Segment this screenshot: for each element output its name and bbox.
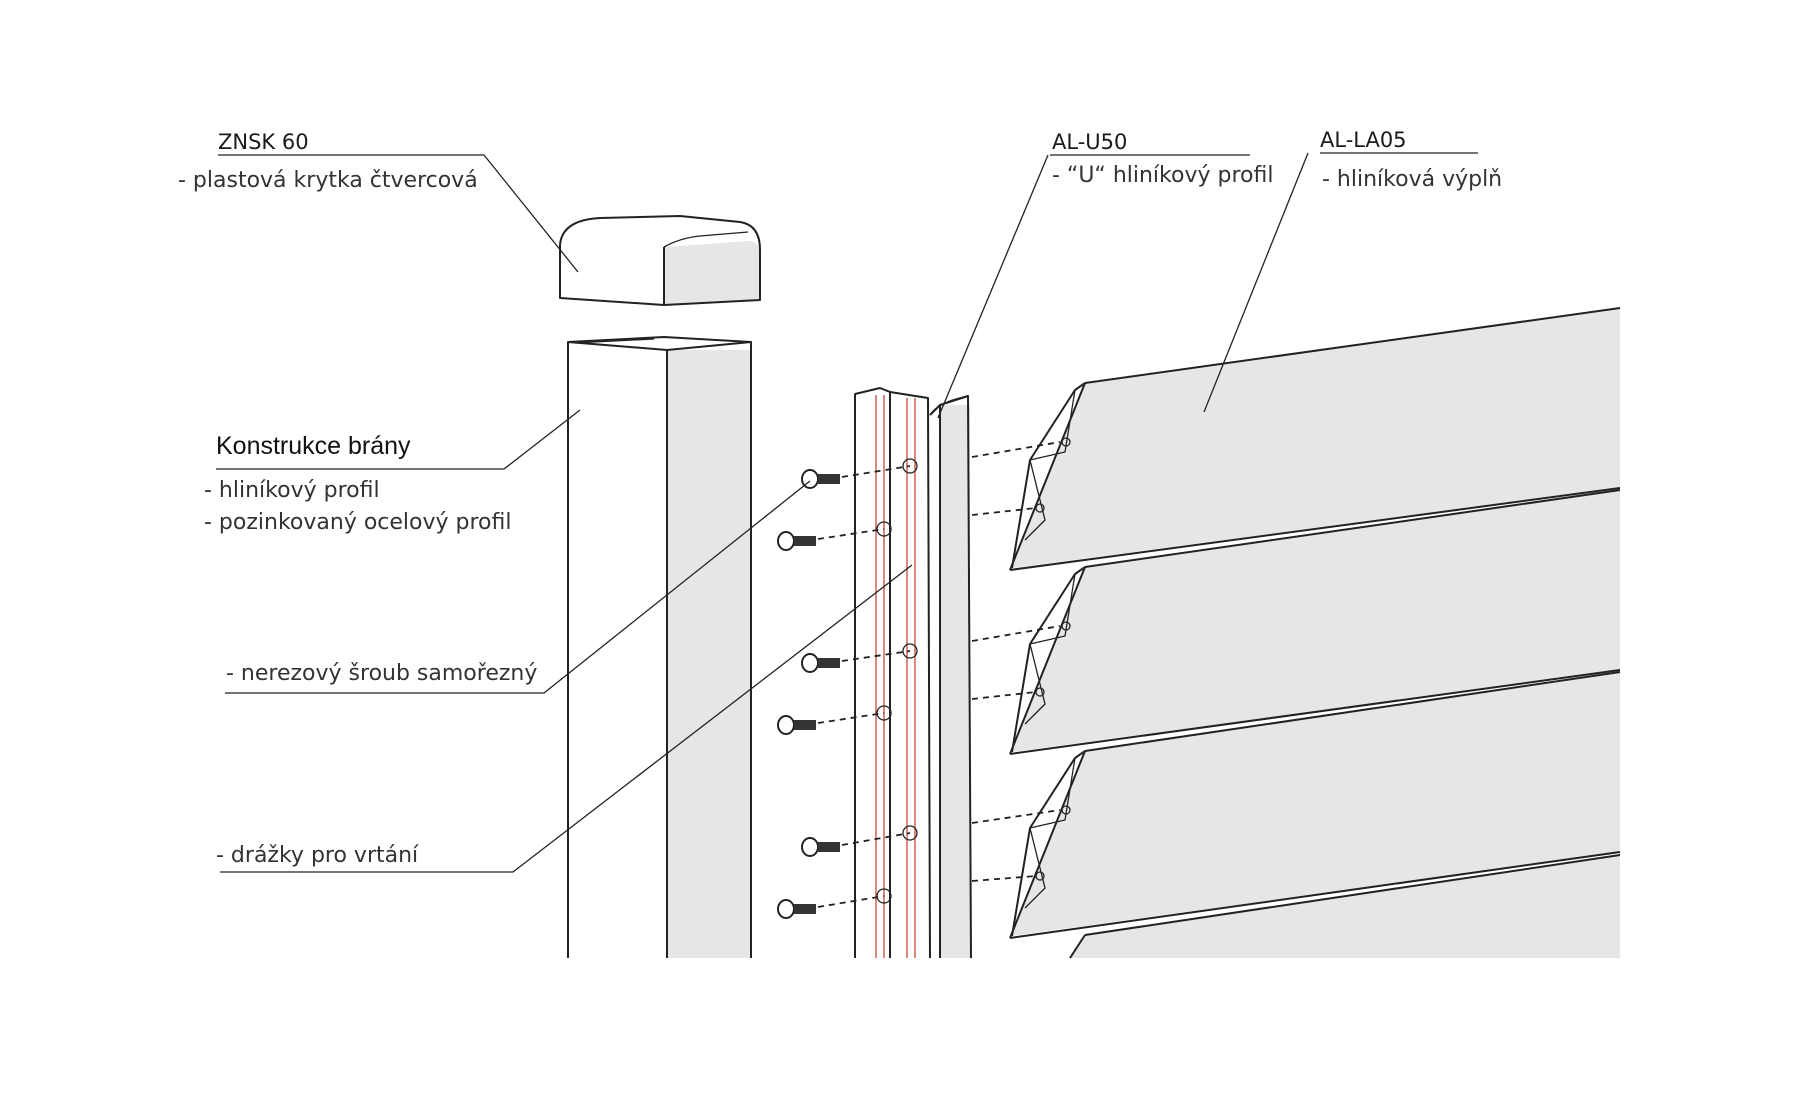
cap-code: ZNSK 60 (218, 130, 309, 154)
u-profile-description: - “U“ hliníkový profil (1052, 163, 1273, 188)
frame-label: Konstrukce brány - hliníkový profil - po… (204, 432, 511, 535)
screw (801, 458, 918, 489)
screw-description: - nerezový šroub samořezný (226, 661, 537, 686)
cap-description: - plastová krytka čtvercová (178, 168, 478, 193)
gate-post (567, 336, 752, 958)
drilling-grooves (875, 395, 916, 958)
screw (801, 825, 918, 857)
screw (777, 521, 892, 551)
slat (1069, 854, 1621, 959)
u-profile-label: AL-U50 - “U“ hliníkový profil (1052, 130, 1273, 188)
infill-label: AL-LA05 - hliníková výplň (1320, 128, 1502, 192)
groove-label: - drážky pro vrtání (216, 843, 419, 868)
stainless-self-tapping-screws (777, 441, 1061, 919)
u-profile-code: AL-U50 (1052, 130, 1127, 154)
aluminium-infill-slats (1009, 307, 1621, 959)
slat (1009, 307, 1621, 571)
cap-label: ZNSK 60 - plastová krytka čtvercová (178, 130, 478, 193)
slat (1009, 489, 1621, 755)
screw-label: - nerezový šroub samořezný (226, 661, 537, 686)
square-plastic-cap (559, 215, 761, 306)
leader-lines (216, 152, 1478, 873)
infill-description: - hliníková výplň (1322, 167, 1502, 192)
frame-description-1: - hliníkový profil (204, 478, 380, 503)
groove-description: - drážky pro vrtání (216, 843, 419, 868)
screw (777, 888, 892, 919)
slat (1009, 671, 1621, 939)
infill-code: AL-LA05 (1320, 128, 1407, 152)
screw (801, 643, 918, 673)
u-profile-channel (854, 387, 972, 959)
frame-title: Konstrukce brány (216, 432, 411, 460)
frame-description-2: - pozinkovaný ocelový profil (204, 510, 511, 535)
screw (777, 705, 892, 735)
